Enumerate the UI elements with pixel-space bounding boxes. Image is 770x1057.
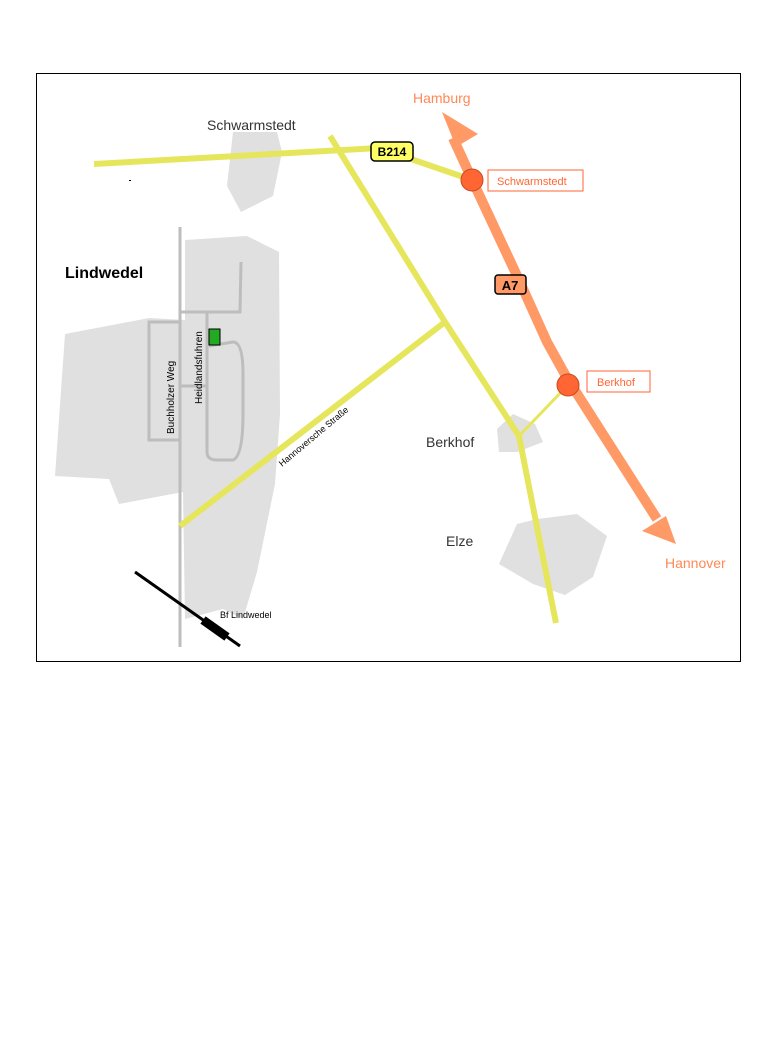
map-frame: Schwarmstedt Berkhof B214 A7 Bf Lindwede…: [36, 73, 741, 662]
arrow-north-icon: [442, 112, 478, 147]
motorway-a7-line: [448, 135, 662, 522]
railway-track: [134, 570, 241, 648]
place-label-schwarmstedt: Schwarmstedt: [207, 117, 296, 133]
settlement-lindwedel: [55, 236, 280, 619]
street-label-hannoversche-strasse: Hannoversche Straße: [277, 405, 350, 469]
street-label-buchholzer-weg: Buchholzer Weg: [166, 361, 177, 434]
road-berkhof-exit-link: [517, 384, 569, 438]
street-buchholzer-weg: [147, 320, 180, 442]
street-heidlandsfuhren: [180, 261, 243, 314]
train-station-icon: [200, 616, 230, 641]
map-dot: [129, 180, 131, 181]
exit-label-berkhof-text: Berkhof: [597, 377, 636, 389]
a7-shield: A7: [494, 274, 527, 295]
exit-label-schwarmstedt-text: Schwarmstedt: [497, 176, 567, 188]
exit-label-berkhof: Berkhof: [586, 370, 651, 393]
local-streets: [147, 227, 245, 647]
road-berkhof-elze: [516, 435, 559, 624]
place-label-elze: Elze: [446, 533, 473, 549]
map-canvas: Schwarmstedt Berkhof B214 A7 Bf Lindwede…: [55, 90, 726, 648]
settlement-elze: [499, 514, 607, 595]
road-b214-west: [93, 145, 380, 167]
street-heidlandsfuhren-loop: [205, 312, 245, 462]
exit-label-schwarmstedt: Schwarmstedt: [487, 169, 584, 192]
exit-berkhof-marker: [556, 373, 580, 397]
b214-shield-label: B214: [378, 145, 407, 159]
arrow-south-icon: [642, 516, 676, 544]
destination-label-hamburg: Hamburg: [413, 90, 471, 106]
street-label-heidlandsfuhren: Heidlandsfuhren: [194, 331, 205, 404]
b214-shield: B214: [370, 141, 414, 162]
settlement-schwarmstedt: [227, 132, 282, 212]
road-hannoversche-strasse: [178, 319, 447, 529]
station-label: Bf Lindwedel: [220, 610, 272, 620]
main-roads: [93, 134, 559, 624]
settlement-areas: [55, 132, 607, 619]
place-label-berkhof: Berkhof: [426, 434, 474, 450]
a7-shield-label: A7: [502, 278, 519, 293]
place-label-lindwedel: Lindwedel: [65, 265, 143, 282]
destination-marker: [208, 328, 221, 346]
exit-schwarmstedt-marker: [460, 168, 484, 192]
destination-label-hannover: Hannover: [665, 555, 726, 571]
